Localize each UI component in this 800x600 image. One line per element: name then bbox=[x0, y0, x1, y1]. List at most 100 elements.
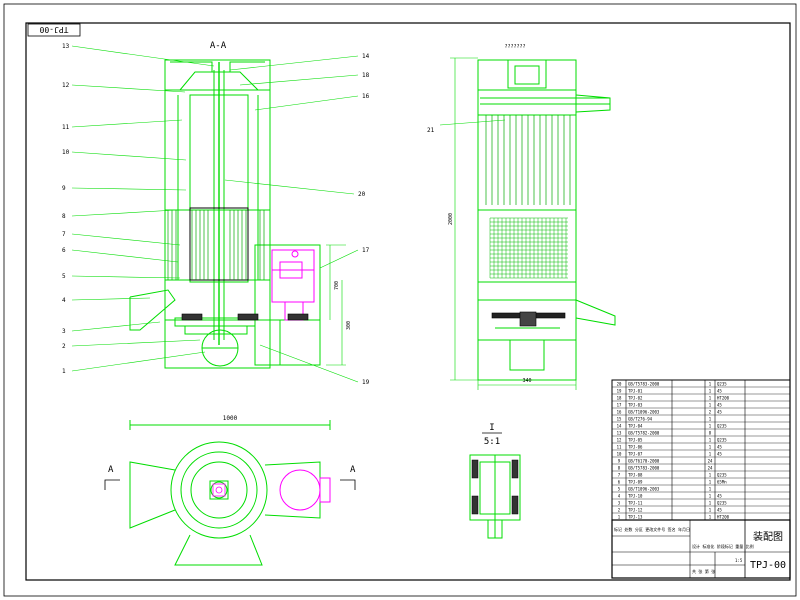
bom-no: 5 bbox=[618, 487, 621, 492]
bom-code: TPJ-13 bbox=[628, 515, 643, 520]
callout-leader bbox=[71, 84, 186, 93]
bom-no: 9 bbox=[618, 459, 621, 464]
callout-21: 21 bbox=[427, 127, 435, 134]
bom-code: TPJ-06 bbox=[628, 445, 643, 450]
bom-no: 19 bbox=[617, 389, 622, 394]
bom-code: TPJ-01 bbox=[628, 389, 643, 394]
bom-mat: Q235 bbox=[717, 424, 727, 429]
bom-code: TPJ-12 bbox=[628, 508, 643, 513]
bom-no: 18 bbox=[617, 396, 622, 401]
callout-leader bbox=[71, 187, 187, 191]
callout-label: 14 bbox=[362, 53, 370, 60]
main-dimensions bbox=[326, 244, 346, 366]
bom-qty: 24 bbox=[708, 466, 713, 471]
side-view-dimensions bbox=[450, 57, 577, 390]
side-view-mesh-grid bbox=[489, 217, 568, 279]
title-block: 标记 处数 分区 更改文件号 签名 年月日 设计 标准化 阶段标记 重量 比例 … bbox=[611, 519, 791, 579]
callout-label: 18 bbox=[362, 72, 370, 79]
callout-leader bbox=[71, 119, 183, 128]
callout-label: 13 bbox=[62, 43, 70, 50]
bom-code: TPJ-08 bbox=[628, 473, 643, 478]
bom-mat: Q235 bbox=[717, 501, 727, 506]
section-label: A-A bbox=[210, 41, 227, 51]
callout-leader bbox=[71, 249, 179, 263]
callout-leader bbox=[71, 351, 206, 372]
bom-mat: HT200 bbox=[717, 396, 730, 401]
callout-label: 20 bbox=[358, 191, 366, 198]
bom-no: 20 bbox=[617, 382, 622, 387]
bom-code: TPJ-09 bbox=[628, 480, 643, 485]
bom-mat: 45 bbox=[717, 452, 722, 457]
bom-qty: 1 bbox=[709, 382, 712, 387]
bom-qty: 1 bbox=[709, 473, 712, 478]
bom-no: 8 bbox=[618, 466, 621, 471]
callout-label: 12 bbox=[62, 82, 70, 89]
bom-qty: 1 bbox=[709, 445, 712, 450]
bom-code: TPJ-03 bbox=[628, 403, 643, 408]
dim-side-width: 340 bbox=[522, 378, 531, 384]
callout-label: 7 bbox=[62, 231, 66, 238]
dim-top-small: ??????? bbox=[504, 44, 525, 50]
cut-mark-left: A bbox=[108, 465, 114, 475]
callout-leader bbox=[224, 179, 355, 195]
bom-code: TPJ-10 bbox=[628, 494, 643, 499]
callout-label: 6 bbox=[62, 247, 66, 254]
bom-row: 4 TPJ-10 1 45 bbox=[618, 494, 723, 499]
bom-qty: 2 bbox=[709, 410, 712, 415]
detail-view bbox=[469, 454, 521, 539]
bom-qty: 1 bbox=[709, 403, 712, 408]
dim-mid-a: 700 bbox=[334, 281, 340, 290]
base-pulley bbox=[181, 313, 309, 321]
bom-no: 3 bbox=[618, 501, 621, 506]
callout-label: 3 bbox=[62, 328, 66, 335]
bom-code: TPJ-11 bbox=[628, 501, 643, 506]
callout-leader bbox=[71, 321, 161, 332]
callout-label: 19 bbox=[362, 379, 370, 386]
bom-mat: 45 bbox=[717, 494, 722, 499]
bom-mat: HT200 bbox=[717, 515, 730, 520]
bom-qty: 1 bbox=[709, 480, 712, 485]
bom-qty: 1 bbox=[709, 508, 712, 513]
bom-code: TPJ-02 bbox=[628, 396, 643, 401]
bom-no: 13 bbox=[617, 431, 622, 436]
bom-code: GB/T6170-2000 bbox=[628, 459, 660, 464]
side-view bbox=[477, 59, 616, 381]
callout-label: 5 bbox=[62, 273, 66, 280]
cut-arrow-left bbox=[104, 479, 120, 490]
bom-no: 1 bbox=[618, 515, 621, 520]
bom-no: 14 bbox=[617, 424, 622, 429]
callout-label: 1 bbox=[62, 368, 66, 375]
bom-no: 4 bbox=[618, 494, 621, 499]
callout-label: 16 bbox=[362, 93, 370, 100]
bom-qty: 1 bbox=[709, 494, 712, 499]
bom-qty: 1 bbox=[709, 424, 712, 429]
callout-leader bbox=[71, 297, 151, 301]
bom-no: 17 bbox=[617, 403, 622, 408]
bom-code: GB/T5783-2000 bbox=[628, 466, 660, 471]
inner-frame bbox=[25, 22, 791, 581]
bom-mat: 45 bbox=[717, 389, 722, 394]
drawing-title: 装配图 bbox=[753, 530, 783, 543]
motor bbox=[271, 249, 315, 321]
callout-leader bbox=[71, 209, 177, 217]
callout-leader bbox=[71, 339, 201, 347]
bom-mat: 45 bbox=[717, 410, 722, 415]
bom-qty: 1 bbox=[709, 501, 712, 506]
cut-arrow-right bbox=[340, 479, 356, 490]
bom-no: 2 bbox=[618, 508, 621, 513]
callout-label: 4 bbox=[62, 297, 66, 304]
detail-scale: 5:1 bbox=[484, 437, 500, 447]
plan-view-motor bbox=[279, 469, 331, 511]
title-row2: 设计 标准化 阶段标记 重量 比例 bbox=[692, 543, 754, 549]
bom-no: 16 bbox=[617, 410, 622, 415]
bom-qty: 1 bbox=[709, 515, 712, 520]
